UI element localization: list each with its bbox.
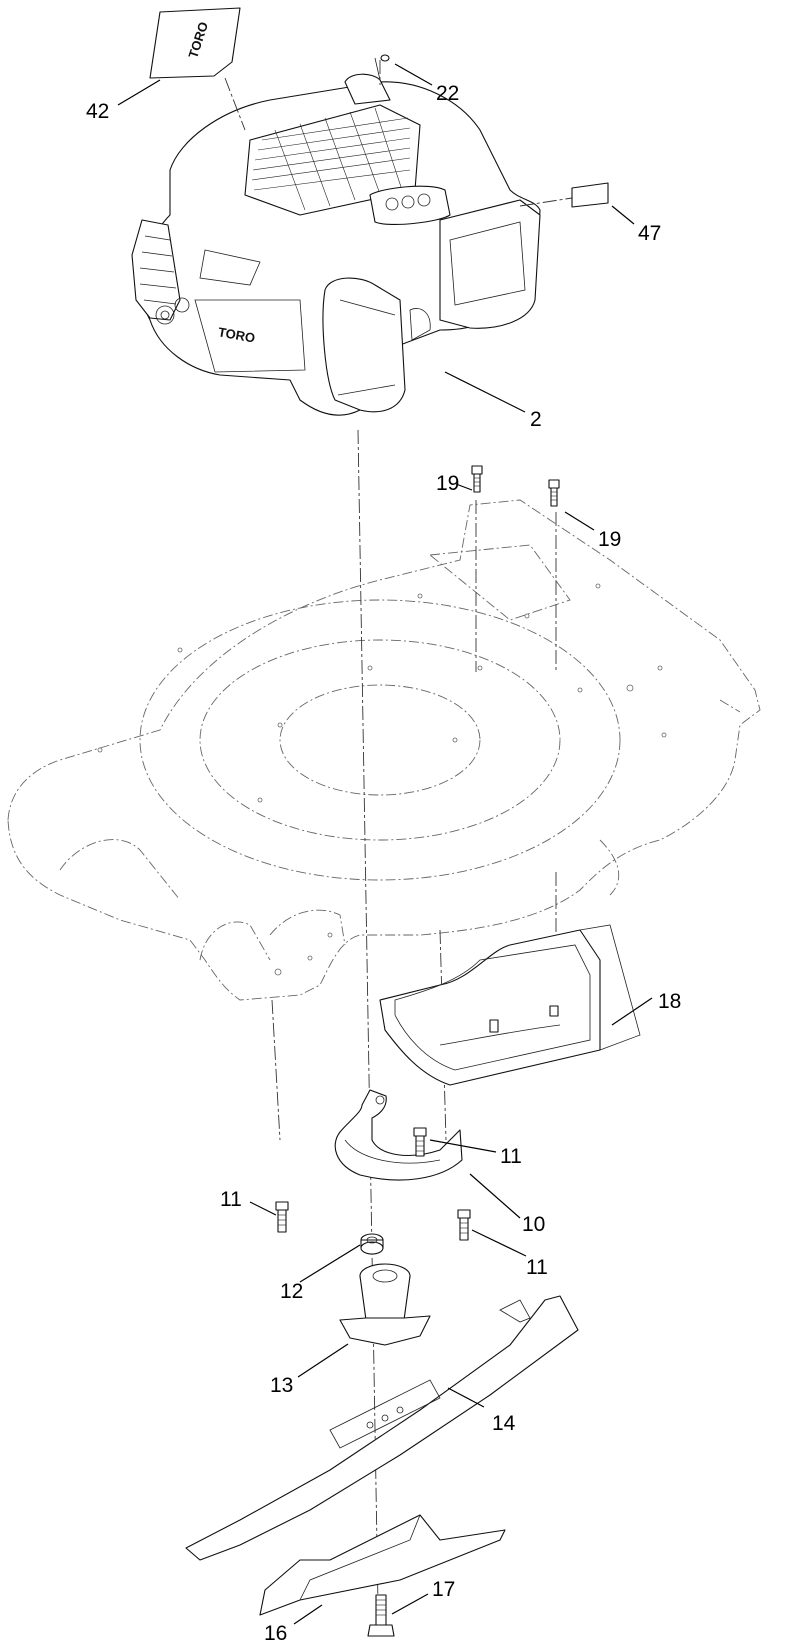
stiffener-16	[259, 1514, 506, 1616]
bracket-10	[334, 1089, 463, 1181]
engine-logo-text: TORO	[217, 324, 256, 345]
callout-19b: 19	[598, 528, 621, 551]
callout-12: 12	[280, 1280, 303, 1303]
baffle-18	[379, 924, 641, 1086]
callout-11a: 11	[500, 1145, 522, 1168]
callout-19a: 19	[436, 472, 459, 495]
callout-14: 14	[492, 1412, 516, 1435]
plug-22	[380, 54, 390, 62]
label-47	[571, 182, 609, 208]
leader-lines	[117, 63, 653, 1625]
bolt-19-left	[471, 465, 483, 493]
bolt-17	[367, 1594, 395, 1637]
mower-deck	[7, 499, 761, 1001]
engine-2: TORO	[131, 57, 541, 416]
spacer-12	[360, 1233, 384, 1255]
callout-17: 17	[432, 1578, 455, 1601]
callout-16: 16	[264, 1622, 287, 1642]
bolt-11-left	[275, 1201, 289, 1233]
bolt-11-upper	[413, 1127, 427, 1157]
callout-18: 18	[658, 990, 681, 1013]
callout-11b: 11	[220, 1188, 242, 1211]
callout-42: 42	[86, 100, 109, 123]
callouts: 42 22 47 2 19 19 18 11 10 11 11 12 13 14…	[86, 82, 681, 1642]
callout-22: 22	[436, 82, 459, 105]
callout-2: 2	[530, 408, 542, 431]
callout-11c: 11	[526, 1256, 548, 1279]
callout-47: 47	[638, 222, 661, 245]
adapter-13	[339, 1263, 431, 1346]
decal-42: TORO	[149, 7, 241, 79]
bolt-11-right	[457, 1209, 471, 1241]
callout-13: 13	[270, 1374, 293, 1397]
blade-14	[185, 1295, 579, 1561]
bolt-19-right	[548, 479, 560, 507]
callout-10: 10	[522, 1213, 545, 1236]
